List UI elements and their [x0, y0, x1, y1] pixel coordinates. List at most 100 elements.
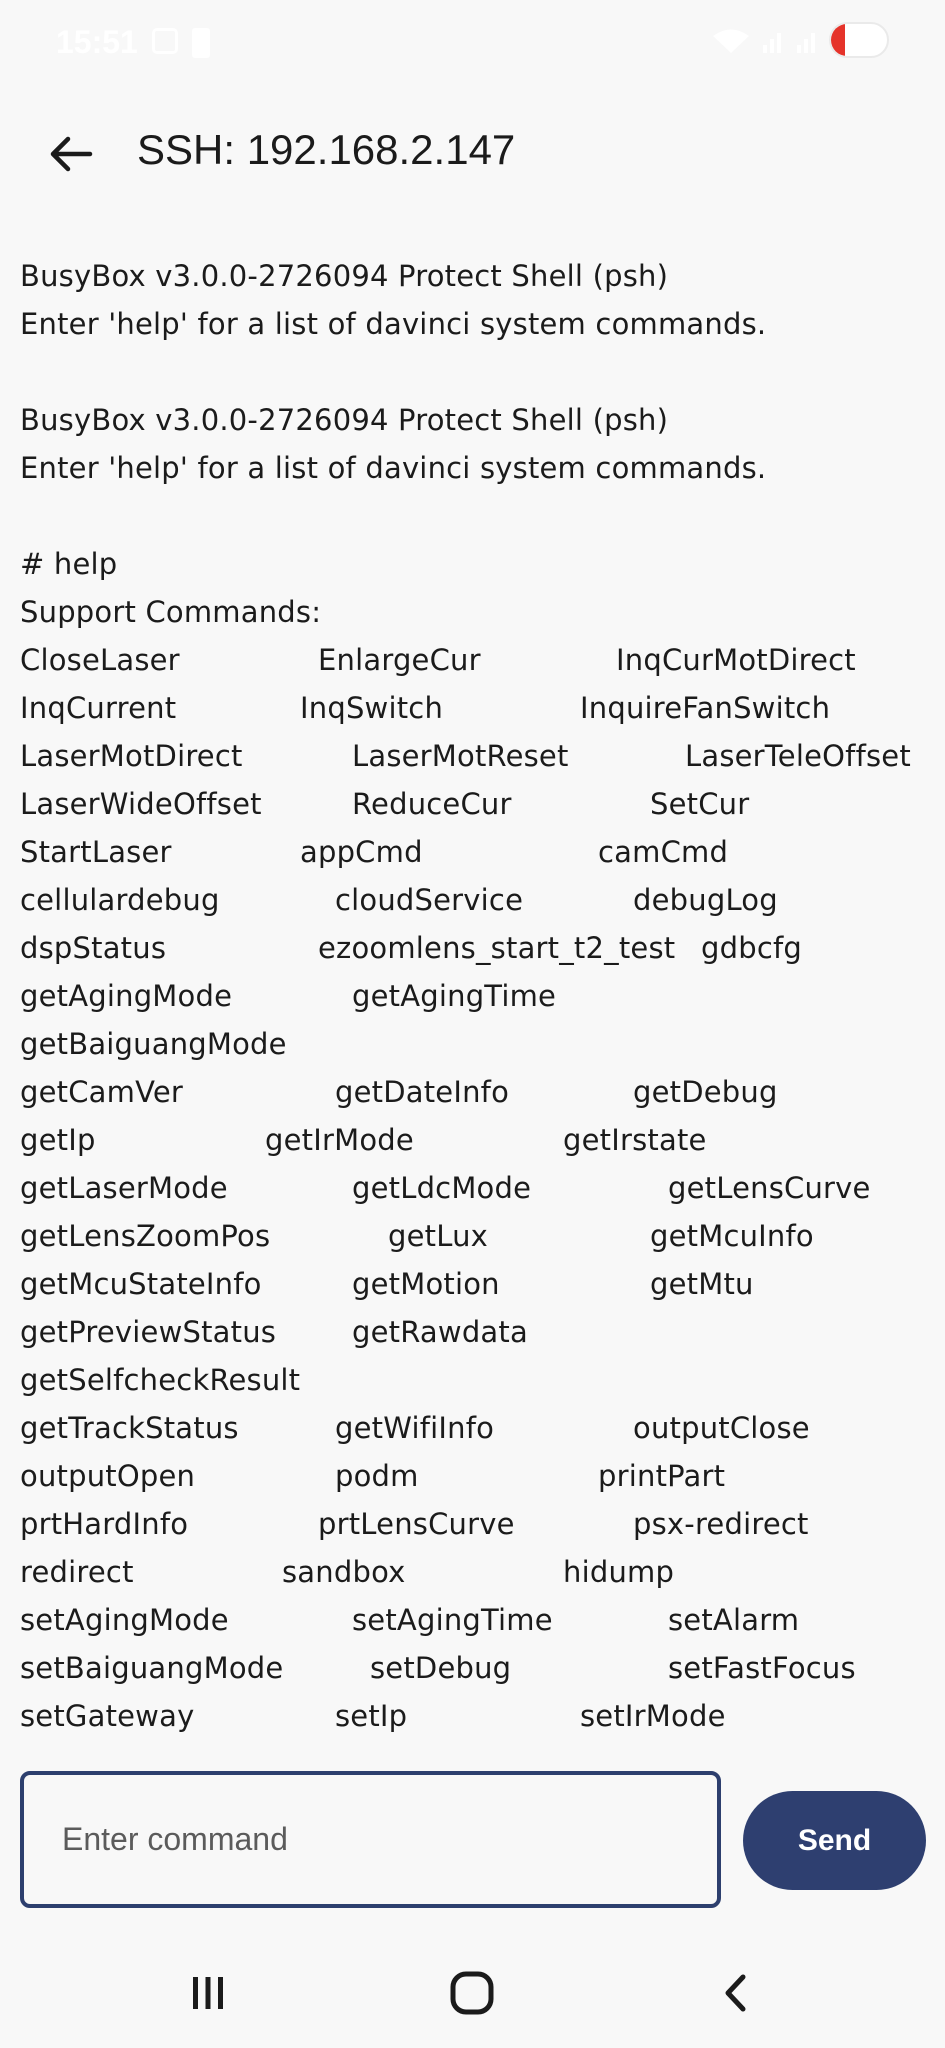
command-name: getMotion	[352, 1267, 500, 1301]
command-name: psx-redirect	[633, 1507, 809, 1541]
command-name: SetCur	[650, 787, 750, 821]
command-name: camCmd	[598, 835, 729, 869]
command-name: getMtu	[650, 1267, 754, 1301]
command-name: ReduceCur	[352, 787, 512, 821]
command-name: getLux	[388, 1219, 489, 1253]
command-row: setBaiguangMode setDebug setFastFocus	[20, 1644, 930, 1692]
command-name: getTrackStatus	[20, 1411, 239, 1445]
command-name: getLensCurve	[668, 1171, 871, 1205]
command-name: hidump	[563, 1555, 675, 1589]
command-name: appCmd	[300, 835, 423, 869]
command-name: InqCurMotDirect	[616, 643, 856, 677]
command-row: getSelfcheckResult	[20, 1356, 930, 1404]
command-name: getBaiguangMode	[20, 1027, 287, 1061]
arrow-back-icon	[50, 136, 93, 172]
command-name: getDateInfo	[335, 1075, 510, 1109]
app-bar: SSH: 192.168.2.147	[0, 90, 945, 210]
command-row: CloseLaser EnlargeCur InqCurMotDirect	[20, 636, 930, 684]
command-name: getIrMode	[265, 1123, 414, 1157]
recents-icon	[193, 1977, 223, 2009]
command-name: prtLensCurve	[318, 1507, 515, 1541]
status-bar: 15:51 11	[0, 0, 945, 90]
command-name: ezoomlens_start_t2_test	[318, 931, 676, 965]
command-name: getSelfcheckResult	[20, 1363, 301, 1397]
command-row: getBaiguangMode	[20, 1020, 930, 1068]
command-name: LaserWideOffset	[20, 787, 262, 821]
status-time: 15:51	[56, 24, 138, 60]
terminal-line: BusyBox v3.0.0-2726094 Protect Shell (ps…	[20, 403, 669, 437]
home-icon	[450, 1971, 494, 2015]
command-name: InquireFanSwitch	[580, 691, 831, 725]
back-button[interactable]	[34, 118, 106, 190]
command-name: getIrstate	[563, 1123, 707, 1157]
command-name: getPreviewStatus	[20, 1315, 277, 1349]
command-name: setAgingMode	[20, 1603, 229, 1637]
status-icons-right: 11	[711, 22, 889, 58]
command-name: setIp	[335, 1699, 408, 1733]
terminal-blank-line	[20, 492, 930, 540]
terminal-blank-line	[20, 348, 930, 396]
command-name: cloudService	[335, 883, 524, 917]
battery-saver-icon	[192, 28, 210, 58]
command-name: sandbox	[282, 1555, 406, 1589]
command-name: debugLog	[633, 883, 778, 917]
command-row: prtHardInfo prtLensCurve psx-redirect	[20, 1500, 930, 1548]
screenshot-icon	[152, 28, 178, 54]
command-name: setAlarm	[668, 1603, 800, 1637]
home-button[interactable]	[432, 1958, 512, 2028]
command-name: setIrMode	[580, 1699, 726, 1733]
command-row: getMcuStateInfo getMotion getMtu	[20, 1260, 930, 1308]
command-name: getLdcMode	[352, 1171, 532, 1205]
command-name: setFastFocus	[668, 1651, 856, 1685]
command-input[interactable]	[60, 1820, 684, 1859]
command-row: getPreviewStatus getRawdata	[20, 1308, 930, 1356]
command-name: EnlargeCur	[318, 643, 481, 677]
command-name: dspStatus	[20, 931, 167, 965]
recents-button[interactable]	[168, 1958, 248, 2028]
command-row: dspStatus ezoomlens_start_t2_test gdbcfg	[20, 924, 930, 972]
signal-icon-2	[797, 33, 815, 53]
wifi-icon	[713, 29, 749, 53]
send-button[interactable]: Send	[743, 1791, 926, 1890]
command-name: setBaiguangMode	[20, 1651, 284, 1685]
system-nav-bar	[0, 1928, 945, 2048]
command-name: getMcuInfo	[650, 1219, 814, 1253]
command-name: LaserTeleOffset	[685, 739, 911, 773]
terminal-line: Support Commands:	[20, 595, 322, 629]
command-name: LaserMotReset	[352, 739, 569, 773]
command-name: redirect	[20, 1555, 134, 1589]
command-row: LaserWideOffset ReduceCur SetCur	[20, 780, 930, 828]
command-name: getDebug	[633, 1075, 778, 1109]
terminal-line: BusyBox v3.0.0-2726094 Protect Shell (ps…	[20, 259, 669, 293]
nav-back-icon	[725, 1974, 746, 2012]
command-name: printPart	[598, 1459, 726, 1493]
command-name: setGateway	[20, 1699, 195, 1733]
command-name: outputClose	[633, 1411, 810, 1445]
command-name: getAgingMode	[20, 979, 233, 1013]
terminal-line: Enter 'help' for a list of davinci syste…	[20, 451, 767, 485]
command-row: setGateway setIp setIrMode	[20, 1692, 930, 1740]
command-name: outputOpen	[20, 1459, 196, 1493]
command-name: gdbcfg	[701, 931, 802, 965]
command-name: setDebug	[370, 1651, 512, 1685]
command-input-container	[20, 1771, 721, 1908]
command-name: StartLaser	[20, 835, 172, 869]
terminal-prompt-line: # help	[20, 547, 118, 581]
command-name: podm	[335, 1459, 419, 1493]
command-name: getRawdata	[352, 1315, 528, 1349]
command-name: CloseLaser	[20, 643, 180, 677]
command-row: outputOpen podm printPart	[20, 1452, 930, 1500]
nav-back-button[interactable]	[696, 1958, 776, 2028]
command-name: prtHardInfo	[20, 1507, 189, 1541]
terminal-line: Enter 'help' for a list of davinci syste…	[20, 307, 767, 341]
command-name: getMcuStateInfo	[20, 1267, 262, 1301]
command-row: redirect sandbox hidump	[20, 1548, 930, 1596]
